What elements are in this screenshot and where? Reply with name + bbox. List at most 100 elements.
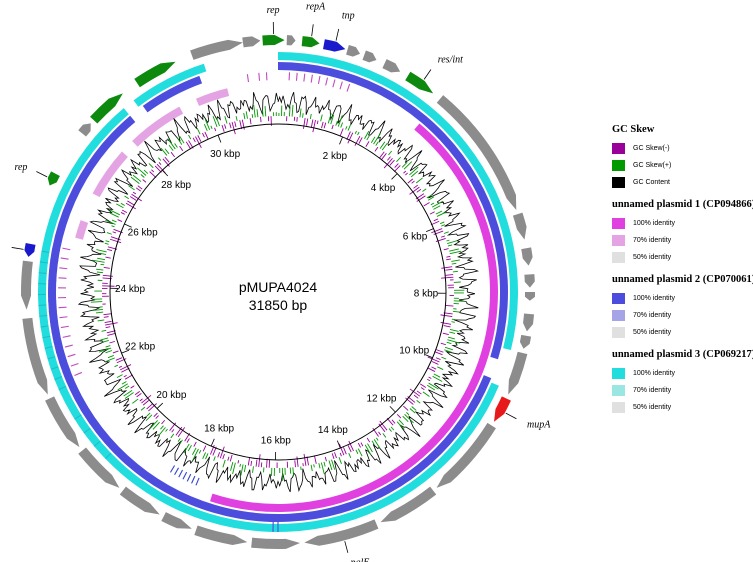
legend-label: 100% identity — [633, 220, 676, 227]
gc-skew-tick — [192, 137, 196, 143]
gc-skew-tick — [97, 319, 105, 322]
cds-arrow — [20, 260, 33, 310]
gc-skew-tick — [338, 456, 342, 464]
cds-arrow — [382, 59, 401, 73]
gc-skew-tick — [413, 394, 419, 399]
gc-skew-tick — [140, 406, 146, 411]
gc-skew-tick — [177, 427, 186, 438]
gc-skew-tick — [309, 113, 312, 120]
gc-skew-tick — [105, 256, 111, 259]
gc-skew-tick — [212, 116, 218, 128]
gene-label-leader — [505, 412, 517, 420]
gc-skew-tick — [100, 337, 109, 341]
gc-skew-tick — [413, 184, 419, 189]
gc-skew-tick — [224, 116, 228, 124]
gc-skew-tick — [440, 321, 452, 325]
gc-skew-tick — [121, 381, 127, 385]
gc-skew-tick — [196, 127, 201, 135]
legend-swatch — [612, 310, 625, 321]
gc-skew-tick — [130, 385, 135, 389]
gc-skew-tick — [132, 398, 139, 404]
gc-skew-tick — [243, 464, 247, 473]
gc-skew-tick — [131, 193, 143, 202]
gc-skew-tick — [118, 365, 123, 368]
gc-skew-tick — [345, 126, 348, 130]
tick-mark — [426, 228, 434, 232]
legend-label: GC Skew(-) — [633, 145, 670, 152]
hit-mark — [58, 306, 67, 309]
gc-skew-tick — [111, 225, 115, 228]
plasmid-size: 31850 bp — [249, 297, 308, 313]
gc-skew-tick — [354, 136, 361, 146]
legend-label: 70% identity — [633, 237, 672, 244]
gc-skew-tick — [104, 320, 112, 323]
gc-skew-tick — [426, 384, 436, 391]
gc-skew-tick — [260, 116, 262, 123]
gc-skew-tick — [306, 118, 309, 126]
gc-skew-tick — [337, 115, 343, 127]
gc-skew-tick — [415, 177, 423, 184]
gc-skew-tick — [103, 267, 110, 269]
gene-label: tnp — [342, 10, 355, 21]
legend-swatch — [612, 177, 625, 188]
cds-arrow — [362, 50, 377, 63]
gc-skew-tick — [440, 342, 447, 346]
gc-skew-tick — [378, 431, 382, 436]
gc-skew-tick — [179, 439, 183, 444]
gc-skew-tick — [105, 240, 110, 243]
gc-skew-tick — [355, 449, 359, 455]
gc-skew-tick — [376, 437, 379, 441]
gc-skew-tick — [338, 443, 345, 456]
legend-label: GC Content — [633, 179, 670, 186]
gc-skew-tick — [101, 329, 107, 332]
cds-arrow — [262, 35, 285, 46]
gc-content-line — [77, 91, 479, 493]
tick-label: 22 kbp — [125, 341, 155, 352]
gc-skew-tick — [396, 156, 402, 163]
legend: GC Skew GC Skew(-) GC Skew(+) GC Content… — [612, 124, 753, 424]
gc-skew-tick — [431, 366, 437, 370]
gc-skew-tick — [185, 141, 192, 150]
cds-arrow — [286, 35, 296, 46]
gc-skew-tick — [124, 385, 130, 389]
gc-skew-tick — [429, 211, 435, 215]
gc-skew-tick — [366, 437, 371, 443]
identity-70-patch — [92, 151, 128, 198]
cds-arrow — [251, 537, 300, 549]
gc-skew-tick — [161, 419, 166, 425]
gc-skew-tick — [389, 159, 395, 166]
gc-skew-tick — [323, 122, 327, 129]
hit-mark — [48, 310, 57, 313]
gc-skew-tick — [111, 219, 117, 223]
hit-mark — [70, 362, 79, 367]
gc-skew-tick — [164, 148, 170, 155]
gc-skew-tick — [243, 112, 246, 120]
gc-skew-tick — [433, 218, 439, 222]
gc-skew-tick — [416, 188, 422, 193]
hit-mark — [67, 353, 76, 358]
gc-skew-tick — [419, 383, 427, 388]
gc-skew-tick — [403, 405, 409, 411]
gc-skew-tick — [330, 114, 335, 125]
tick-label: 24 kbp — [115, 284, 145, 295]
tick-label: 8 kbp — [414, 289, 439, 300]
gc-skew-tick — [446, 239, 450, 242]
tick-mark — [425, 354, 433, 359]
hit-mark — [303, 73, 306, 82]
gc-skew-tick — [441, 266, 453, 269]
cds-arrow — [242, 36, 261, 48]
gc-skew-tick — [179, 145, 184, 152]
legend-label: 70% identity — [633, 312, 672, 319]
gc-skew-tick — [357, 442, 361, 448]
legend-swatch — [612, 385, 625, 396]
gc-skew-tick — [374, 146, 379, 152]
gc-skew-tick — [428, 382, 439, 390]
gc-skew-tick — [116, 203, 124, 209]
gc-skew-tick — [255, 459, 258, 467]
gc-skew-tick — [213, 456, 216, 461]
legend-item: GC Skew(+) — [612, 157, 753, 174]
gc-skew-tick — [204, 131, 209, 140]
gc-skew-tick — [291, 104, 294, 117]
gc-skew-tick — [428, 376, 432, 379]
